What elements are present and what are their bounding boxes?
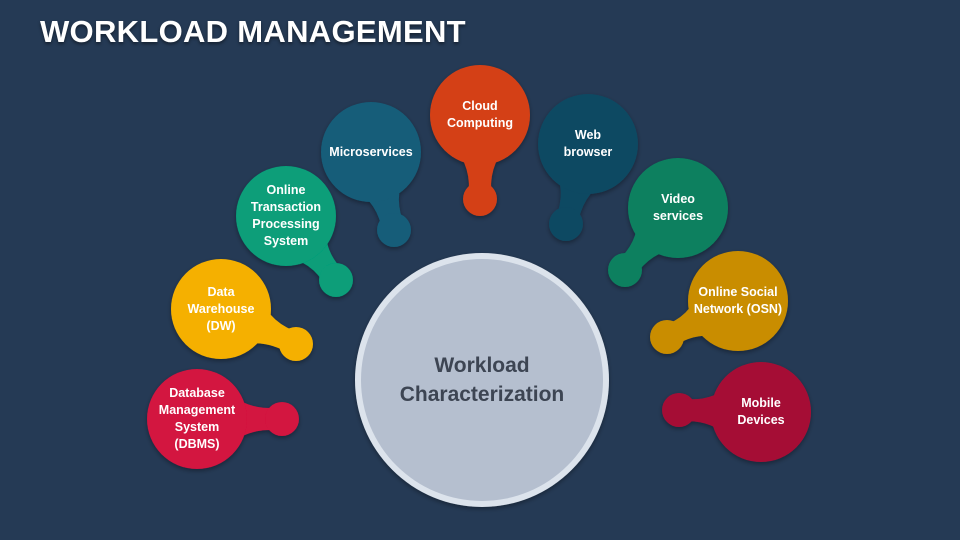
node-tail-dot	[608, 253, 642, 287]
node-mobile-devices	[662, 362, 811, 462]
node-tail-dot	[265, 402, 299, 436]
node-tail-dot	[650, 320, 684, 354]
node-circle	[688, 251, 788, 351]
node-circle	[321, 102, 421, 202]
slide-title: WORKLOAD MANAGEMENT	[40, 14, 466, 49]
node-circle	[147, 369, 247, 469]
node-tail-dot	[662, 393, 696, 427]
node-video-services	[608, 158, 728, 287]
center-label: Workload Characterization	[399, 354, 565, 406]
node-tail-dot	[279, 327, 313, 361]
center-circle	[355, 253, 609, 507]
node-tail-dot	[549, 207, 583, 241]
node-tail-dot	[319, 263, 353, 297]
node-online-social-network	[650, 251, 788, 354]
node-microservices	[321, 102, 421, 247]
node-tail-dot	[463, 182, 497, 216]
node-circle	[711, 362, 811, 462]
node-database-management-system	[147, 369, 299, 469]
node-web-browser	[538, 94, 638, 241]
node-tail-dot	[377, 213, 411, 247]
node-circle	[430, 65, 530, 165]
node-online-transaction-processing-system	[236, 166, 353, 297]
node-circle	[538, 94, 638, 194]
node-circle	[236, 166, 336, 266]
node-circle	[171, 259, 271, 359]
node-circle	[628, 158, 728, 258]
node-data-warehouse	[171, 259, 313, 361]
node-cloud-computing	[430, 65, 530, 216]
